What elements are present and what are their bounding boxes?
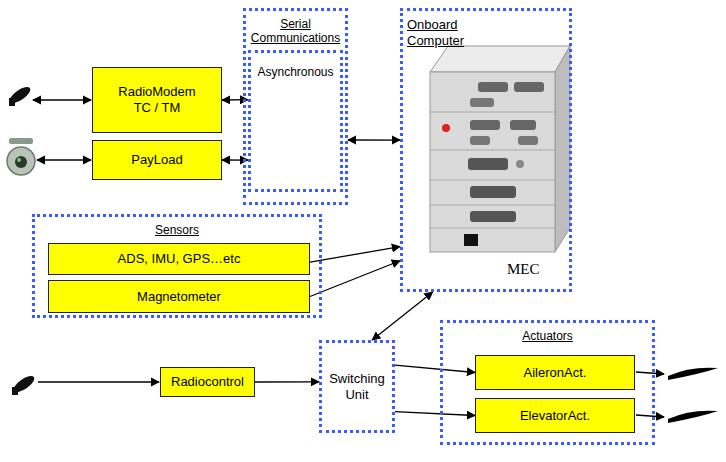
process-box: Radiocontrol (160, 367, 255, 397)
node-label: ElevatorAct. (520, 408, 590, 424)
node-label: PayLoad (131, 152, 182, 168)
node-label: RadioModem TC / TM (111, 84, 203, 115)
dsub-connector (518, 136, 538, 145)
antenna-base (9, 98, 15, 106)
dsub-connector (510, 120, 536, 130)
computer-top (430, 46, 570, 72)
dsub-connector (514, 82, 544, 92)
connector-arrow (255, 381, 319, 382)
dsub-connector (468, 158, 508, 170)
link-arrow (37, 159, 91, 160)
power-socket (464, 234, 478, 246)
group-frame: Switching Unit (319, 340, 395, 433)
link-arrow (636, 372, 664, 374)
node-label: AileronAct. (524, 365, 587, 381)
dsub-connector (470, 120, 500, 130)
panel-seam (430, 205, 555, 206)
dsub-connector (470, 211, 516, 222)
camera-body (7, 147, 35, 175)
panel-seam (430, 228, 555, 229)
link-arrow (636, 415, 664, 417)
connector-arrow (348, 139, 400, 140)
camera-icon (7, 138, 35, 175)
dsub-connector (470, 186, 516, 198)
panel-seam (430, 150, 555, 151)
connector-arrow (372, 292, 432, 340)
group-frame: Asynchronous (248, 50, 343, 192)
computer-side (555, 46, 570, 252)
link-arrow (38, 381, 159, 382)
camera-mount (9, 138, 33, 144)
group-frame: Serial CommunicationsAsynchronous (243, 8, 348, 205)
dsub-connector (478, 82, 508, 92)
aileron-surface (668, 368, 718, 380)
node-label: Radiocontrol (171, 374, 244, 390)
process-box: Magnetometer (48, 280, 310, 313)
antenna-blade (7, 84, 32, 106)
connector-arrow (310, 261, 400, 297)
antenna-icon (7, 84, 32, 106)
group-frame: SensorsADS, IMU, GPS…etcMagnetometer (32, 214, 322, 318)
process-box: PayLoad (92, 140, 222, 180)
node-label: Onboard Computer (407, 17, 471, 48)
node-label: Serial Communications (246, 17, 345, 46)
antenna-icon (11, 373, 36, 395)
connector-arrow (310, 247, 400, 263)
round-connector (516, 160, 524, 168)
process-box: RadioModem TC / TM (92, 67, 222, 133)
process-box: AileronAct. (475, 355, 635, 390)
camera-glint (17, 158, 21, 162)
elevator-surface (668, 411, 718, 423)
group-frame: Onboard ComputerMEC (400, 8, 572, 292)
panel-seam (430, 112, 555, 113)
link-arrow (33, 99, 91, 100)
connector-arrow (395, 365, 475, 372)
indicator-led (442, 124, 450, 132)
process-box: ADS, IMU, GPS…etc (48, 243, 310, 275)
computer-front (430, 72, 555, 252)
node-label: Actuators (443, 329, 652, 343)
node-label: ADS, IMU, GPS…etc (118, 251, 241, 267)
dsub-connector (470, 98, 494, 107)
antenna-base (12, 387, 18, 395)
dsub-connector (470, 136, 490, 145)
node-label: Magnetometer (137, 289, 221, 305)
node-label: Switching Unit (322, 371, 392, 402)
node-label: MEC (507, 260, 540, 278)
connector-arrow (395, 412, 475, 416)
antenna-blade (11, 373, 36, 395)
node-label: Sensors (35, 223, 319, 237)
group-frame: ActuatorsAileronAct. ElevatorAct. (440, 320, 655, 445)
computer-illustration (430, 46, 570, 252)
camera-lens (15, 156, 27, 168)
node-label: Asynchronous (251, 65, 340, 79)
process-box: ElevatorAct. (475, 398, 635, 433)
panel-seam (430, 180, 555, 181)
